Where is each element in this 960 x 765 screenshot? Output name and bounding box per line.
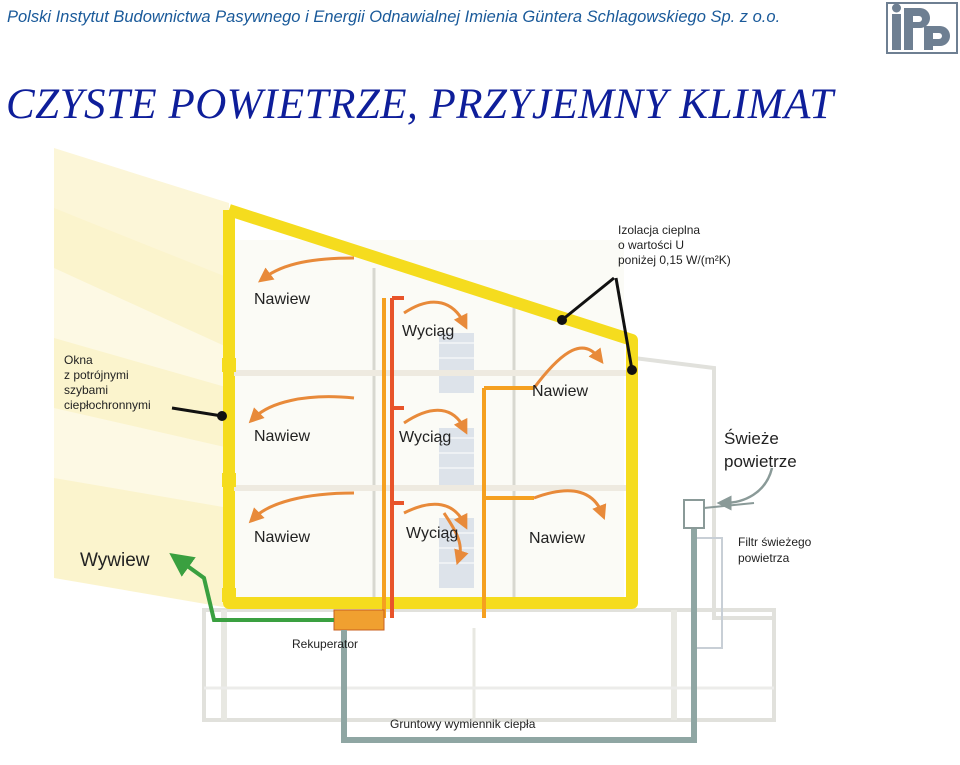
windows-label-4: ciepłochronnymi xyxy=(64,398,151,412)
exhaust-duct xyxy=(169,552,334,622)
windows-label-3: szybami xyxy=(64,383,108,397)
ground-exchanger-duct xyxy=(341,520,697,743)
extract-label-top: Wyciąg xyxy=(402,323,454,340)
insulation-label-2: o wartości U xyxy=(618,238,684,252)
supply-label-bottom: Nawiew xyxy=(254,529,310,546)
ventilation-diagram: Izolacja cieplna o wartości U poniżej 0,… xyxy=(54,148,826,760)
filter-unit xyxy=(683,499,705,529)
fresh-air-label-1: Świeże xyxy=(724,429,779,448)
organization-header: Polski Instytut Budownictwa Pasywnego i … xyxy=(7,8,781,26)
insulation-envelope xyxy=(223,204,638,609)
windows-label-1: Okna xyxy=(64,353,93,367)
recuperator-unit xyxy=(333,609,385,631)
insulation-label-1: Izolacja cieplna xyxy=(618,223,700,237)
supply-label-top: Nawiew xyxy=(254,291,310,308)
exhaust-label: Wywiew xyxy=(80,550,150,571)
pibp-logo-icon xyxy=(886,2,958,54)
filter-label-2: powietrza xyxy=(738,551,790,565)
supply-label-mid: Nawiew xyxy=(254,428,310,445)
fresh-air-label-2: powietrze xyxy=(724,452,797,471)
page-title: CZYSTE POWIETRZE, PRZYJEMNY KLIMAT xyxy=(6,81,834,128)
extract-label-mid: Wyciąg xyxy=(399,429,451,446)
recuperator-label: Rekuperator xyxy=(292,637,358,651)
ground-exchanger-label: Gruntowy wymiennik ciepła xyxy=(390,717,536,731)
windows-label-2: z potrójnymi xyxy=(64,368,129,382)
supply-label-right-mid: Nawiew xyxy=(532,383,588,400)
extract-label-bottom: Wyciąg xyxy=(406,525,458,542)
filter-label-1: Filtr świeżego xyxy=(738,535,812,549)
extract-duct xyxy=(390,296,404,618)
insulation-label-3: poniżej 0,15 W/(m²K) xyxy=(618,253,731,267)
supply-duct xyxy=(382,298,534,618)
supply-label-right-bottom: Nawiew xyxy=(529,530,585,547)
